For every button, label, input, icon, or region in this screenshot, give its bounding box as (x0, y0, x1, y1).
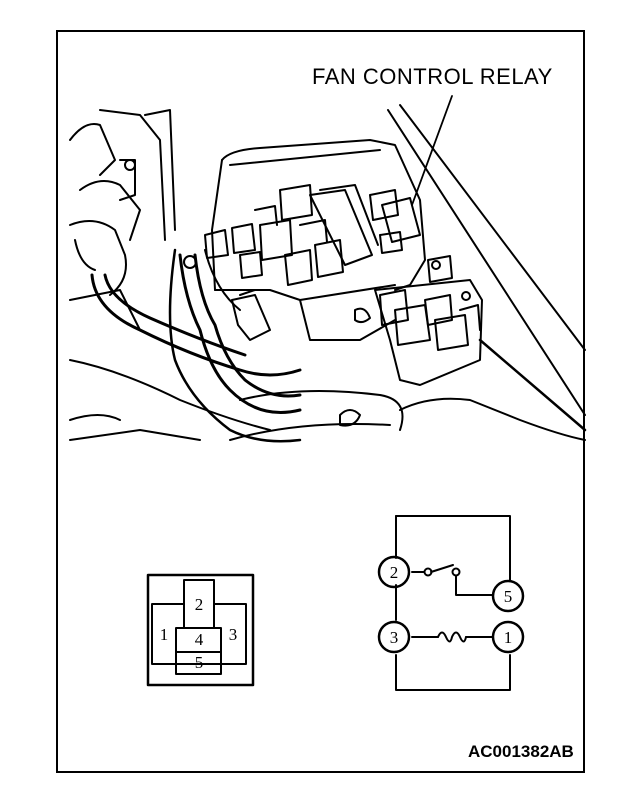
fan-control-relay-label: FAN CONTROL RELAY (312, 64, 553, 89)
figure-code: AC001382AB (468, 742, 574, 761)
schematic-terminal-1: 1 (504, 628, 513, 647)
engine-bay-illustration (69, 95, 587, 443)
connector-terminal-1: 1 (160, 625, 169, 644)
connector-terminal-2: 2 (195, 595, 204, 614)
schematic-terminal-2: 2 (390, 563, 399, 582)
figure-frame (56, 30, 585, 773)
schematic-terminal-5: 5 (504, 587, 513, 606)
connector-terminal-5: 5 (195, 653, 204, 672)
relay-connector-view (146, 573, 255, 687)
schematic-terminal-3: 3 (390, 628, 399, 647)
connector-terminal-4: 4 (195, 630, 204, 649)
connector-terminal-3: 3 (229, 625, 238, 644)
relay-schematic (377, 515, 525, 691)
